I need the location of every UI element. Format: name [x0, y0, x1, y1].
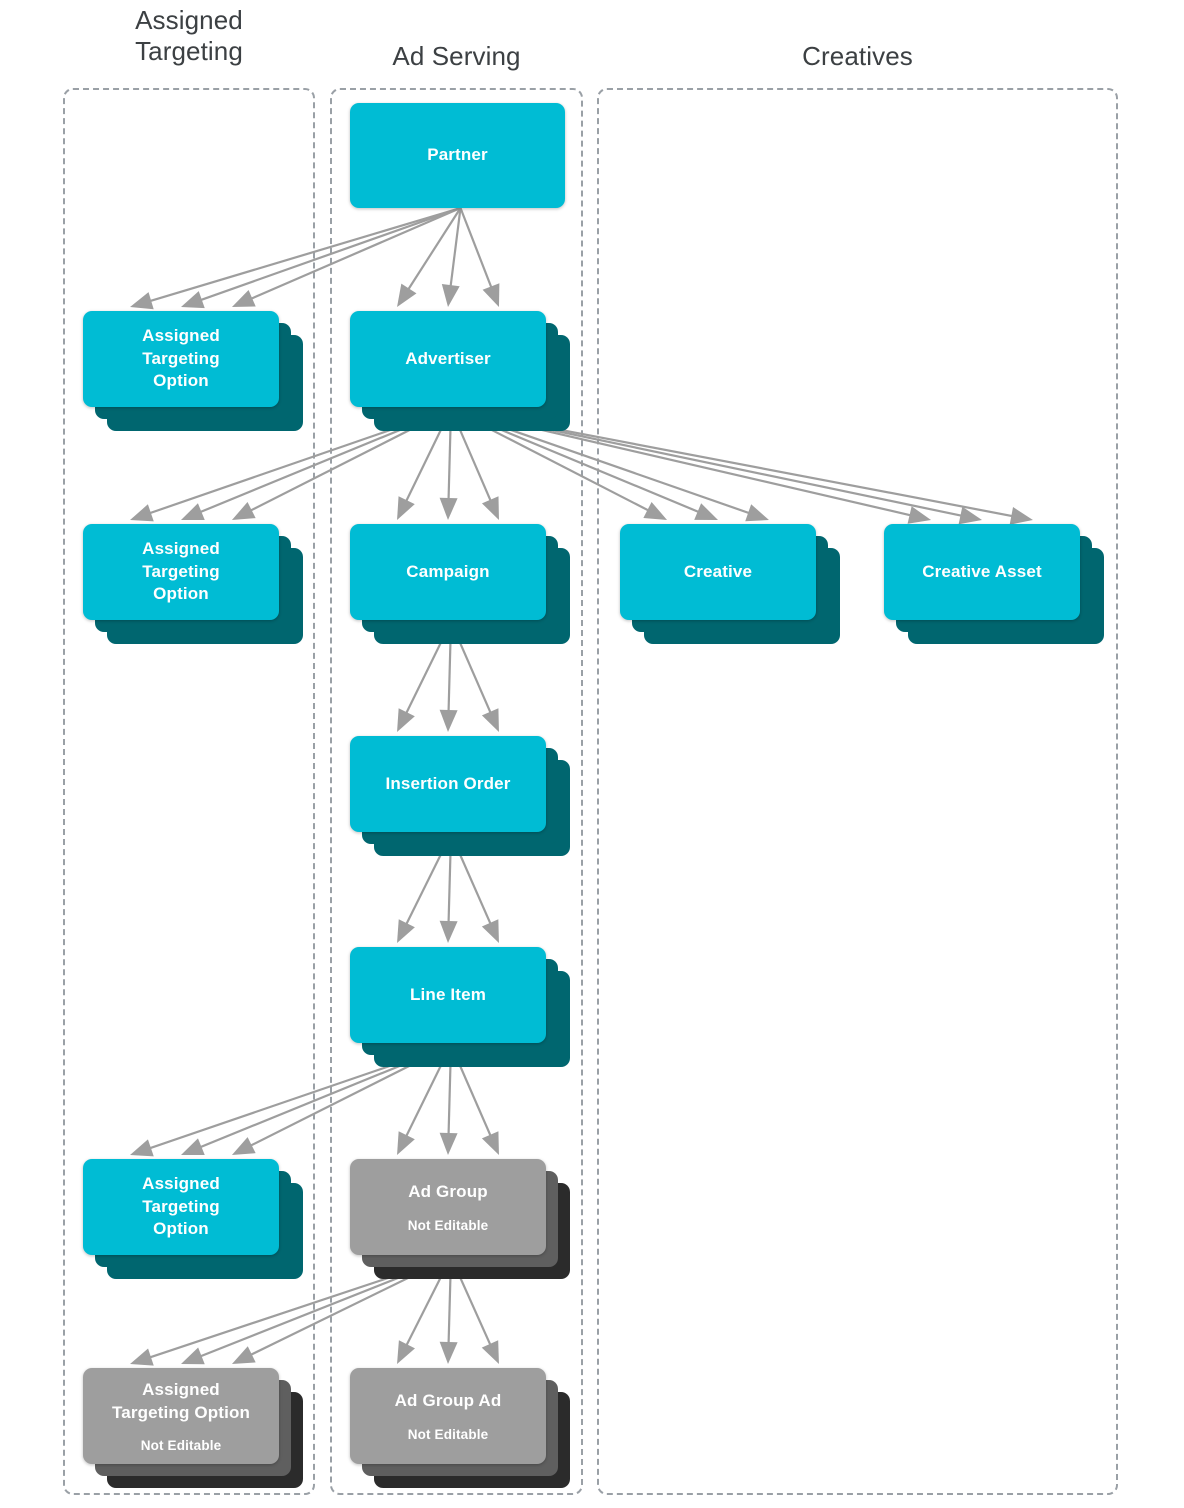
node-title: Advertiser	[405, 348, 491, 368]
node-title: Ad Group Ad	[394, 1391, 502, 1411]
column-title-line-2: Targeting	[135, 35, 243, 66]
node-face: Line Item	[350, 947, 546, 1043]
column-region-assigned-targeting	[63, 88, 315, 1495]
node-campaign[interactable]: Campaign	[350, 524, 570, 644]
node-insertion-order[interactable]: Insertion Order	[350, 736, 570, 856]
node-title-line: Targeting	[142, 561, 220, 581]
column-title-ad-serving: Ad Serving	[330, 41, 583, 72]
node-title-line: Option	[153, 371, 209, 391]
node-line-item[interactable]: Line Item	[350, 947, 570, 1067]
node-subtitle: Not Editable	[407, 1217, 489, 1233]
node-subtitle: Not Editable	[407, 1426, 489, 1442]
node-face: Creative Asset	[884, 524, 1080, 620]
node-title-line: Option	[153, 584, 209, 604]
column-title-assigned-targeting: Assigned Targeting	[63, 5, 315, 66]
node-subtitle: Not Editable	[140, 1438, 222, 1454]
node-title: Insertion Order	[385, 773, 511, 793]
node-title-line: Assigned	[142, 1379, 220, 1399]
column-title-line-1: Assigned	[135, 5, 243, 35]
node-title-line: Option	[153, 1219, 209, 1239]
column-title-creatives: Creatives	[597, 41, 1118, 72]
node-title: Partner	[427, 145, 488, 165]
node-title-line: Targeting Option	[111, 1402, 251, 1422]
column-region-creatives	[597, 88, 1118, 1495]
node-face: Creative	[620, 524, 816, 620]
node-title: Creative Asset	[922, 561, 1042, 581]
node-face: Partner	[350, 103, 565, 208]
node-face: Ad Group Ad Not Editable	[350, 1368, 546, 1464]
node-title-line: Assigned	[142, 1173, 220, 1193]
node-title: Line Item	[410, 984, 486, 1004]
column-region-ad-serving	[330, 88, 583, 1495]
node-partner[interactable]: Partner	[350, 103, 565, 208]
column-title-line-1: Creatives	[802, 41, 913, 71]
node-title-line: Targeting	[142, 348, 220, 368]
node-ad-group-ad[interactable]: Ad Group Ad Not Editable	[350, 1368, 570, 1488]
node-title-line: Assigned	[142, 538, 220, 558]
node-face: Campaign	[350, 524, 546, 620]
node-creative-asset[interactable]: Creative Asset	[884, 524, 1104, 644]
node-title: Campaign	[406, 561, 490, 581]
node-creative[interactable]: Creative	[620, 524, 840, 644]
node-title: Ad Group	[408, 1182, 488, 1202]
node-advertiser[interactable]: Advertiser	[350, 311, 570, 431]
node-title-line: Targeting	[142, 1196, 220, 1216]
node-title: Creative	[683, 561, 753, 581]
node-face: Insertion Order	[350, 736, 546, 832]
column-title-line-1: Ad Serving	[392, 41, 521, 71]
node-face: Advertiser	[350, 311, 546, 407]
node-title-line: Assigned	[142, 325, 220, 345]
